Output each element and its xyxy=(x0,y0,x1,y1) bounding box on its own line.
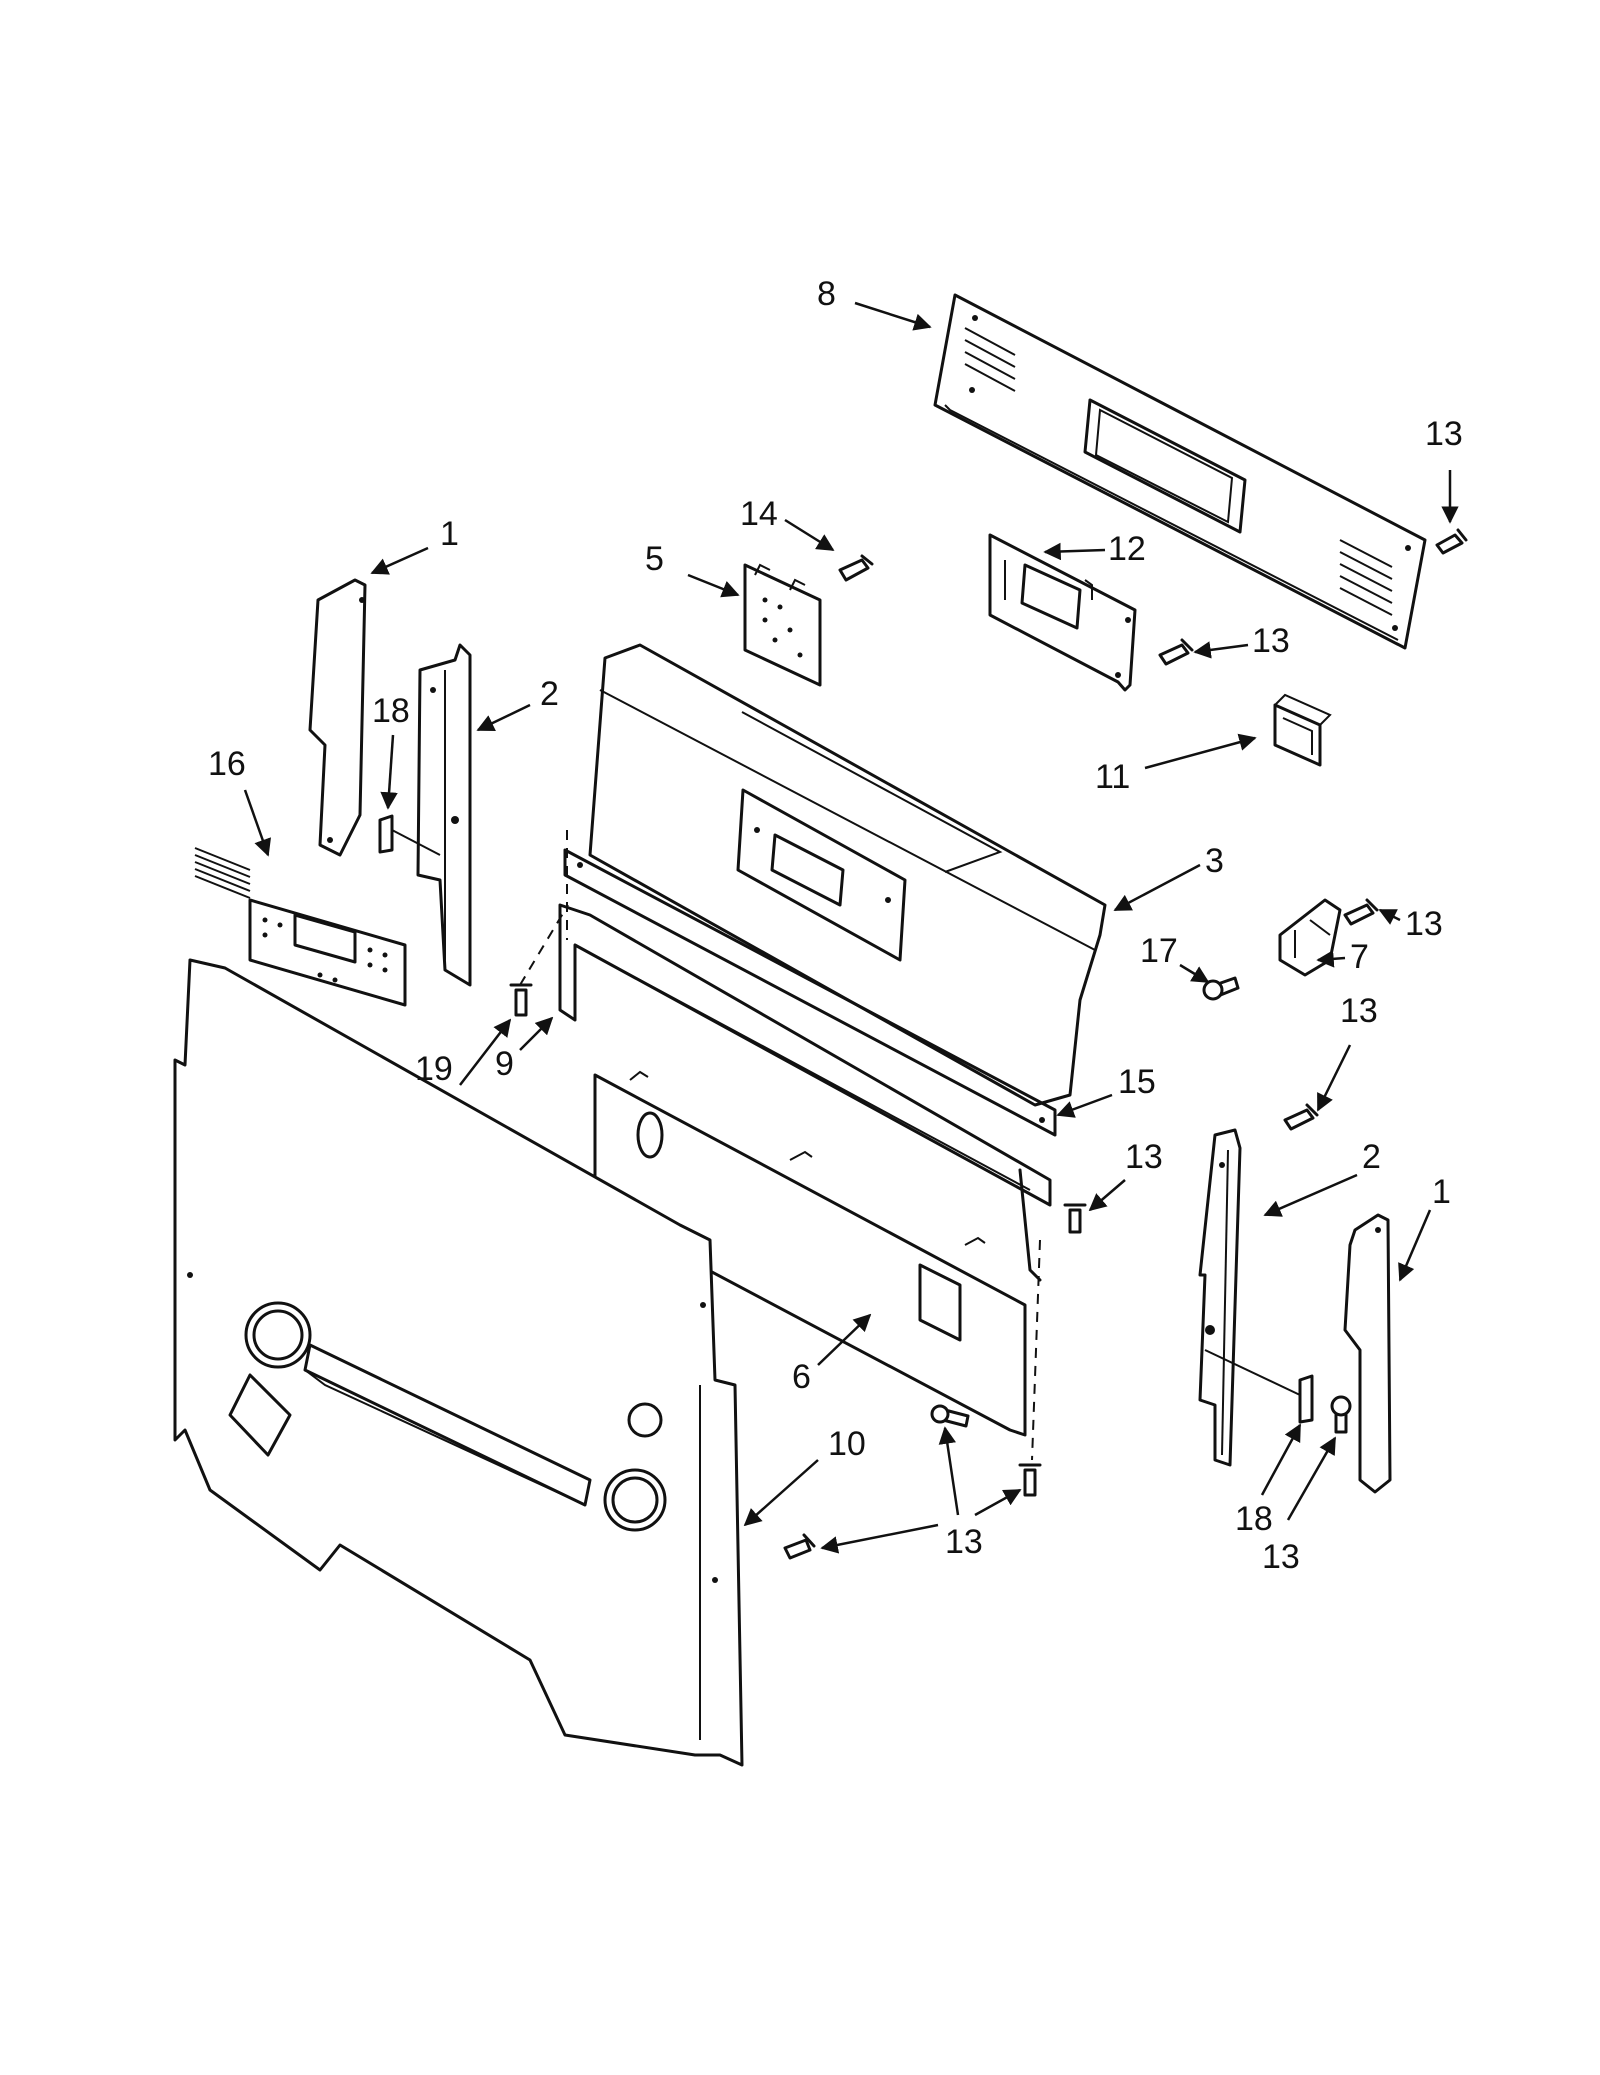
callout-13: 13 xyxy=(945,1523,983,1561)
screw-13-top-right xyxy=(1435,528,1468,555)
callout-18: 18 xyxy=(372,692,410,730)
part-1-side-trim-right xyxy=(1343,1213,1392,1494)
screw-13-bracket xyxy=(1343,898,1379,926)
callout-13: 13 xyxy=(1252,622,1290,660)
callout-5: 5 xyxy=(645,540,664,578)
callout-17: 17 xyxy=(1140,932,1178,970)
part-3-control-console xyxy=(588,643,1107,1107)
part-18-clip-left xyxy=(378,814,441,856)
callout-6: 6 xyxy=(792,1358,811,1396)
callout-10: 10 xyxy=(828,1425,866,1463)
screw-13-lower-a xyxy=(930,1404,970,1428)
screw-13-side-right xyxy=(1283,1103,1319,1131)
callout-18: 18 xyxy=(1235,1500,1273,1538)
part-16-touch-panel xyxy=(194,847,407,1007)
part-10-back-panel xyxy=(173,958,744,1767)
callout-9: 9 xyxy=(495,1045,514,1083)
callout-labels: 8 13 14 5 12 13 1 2 18 16 11 3 13 17 7 1… xyxy=(208,275,1463,1576)
callout-2: 2 xyxy=(540,675,559,713)
screw-13-lower-c xyxy=(783,1533,816,1560)
part-15-rail xyxy=(563,848,1057,1137)
screw-13-board xyxy=(1158,638,1194,666)
screw-17 xyxy=(1202,976,1240,1001)
screw-13-center xyxy=(1063,1203,1087,1234)
screw-13-lower-right xyxy=(1330,1395,1352,1434)
leader-lines xyxy=(243,301,1459,1554)
part-7-bracket xyxy=(1278,898,1342,977)
callout-13: 13 xyxy=(1340,992,1378,1030)
screw-14 xyxy=(838,554,874,582)
callout-19: 19 xyxy=(415,1050,453,1088)
callout-15: 15 xyxy=(1118,1063,1156,1101)
part-5-small-bracket xyxy=(743,563,822,687)
part-11-clip xyxy=(1273,693,1332,767)
part-1-side-trim-left xyxy=(308,578,367,857)
part-12-control-board xyxy=(988,533,1137,692)
callout-14: 14 xyxy=(740,495,778,533)
callout-1: 1 xyxy=(1432,1173,1451,1211)
part-2-side-bracket-right xyxy=(1198,1128,1242,1467)
callout-13: 13 xyxy=(1405,905,1443,943)
callout-7: 7 xyxy=(1350,938,1369,976)
callout-16: 16 xyxy=(208,745,246,783)
callout-13: 13 xyxy=(1125,1138,1163,1176)
callout-2: 2 xyxy=(1362,1138,1381,1176)
callout-1: 1 xyxy=(440,515,459,553)
part-2-side-bracket-left xyxy=(416,643,472,987)
alignment-lines xyxy=(519,830,1041,1461)
callout-3: 3 xyxy=(1205,842,1224,880)
part-18-clip-right xyxy=(1204,1349,1314,1424)
part-8-rear-panel-cover xyxy=(933,293,1427,650)
screw-13-lower-b xyxy=(1018,1463,1042,1497)
part-9-channel xyxy=(558,903,1052,1282)
callout-8: 8 xyxy=(817,275,836,313)
callout-11: 11 xyxy=(1095,758,1130,796)
callout-12: 12 xyxy=(1108,530,1146,568)
callout-13: 13 xyxy=(1425,415,1463,453)
screw-19 xyxy=(509,983,533,1017)
callout-13: 13 xyxy=(1262,1538,1300,1576)
